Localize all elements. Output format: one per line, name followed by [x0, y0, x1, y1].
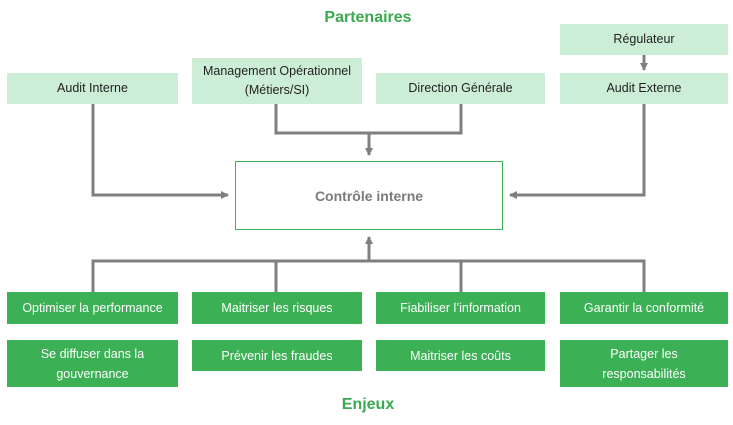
enjeu-diffuser-gouvernance: Se diffuser dans la gouvernance — [7, 340, 178, 387]
partner-management: Management Opérationnel (Métiers/SI) — [192, 58, 362, 104]
partner-direction: Direction Générale — [376, 73, 545, 104]
enjeu-maitriser-couts: Maitriser les coûts — [376, 340, 545, 371]
partner-regulateur: Régulateur — [560, 24, 728, 55]
audit-externe-arrow — [509, 104, 646, 199]
partner-audit-interne: Audit Interne — [7, 73, 178, 104]
enjeu-optimiser-performance: Optimiser la performance — [7, 292, 178, 324]
management-direction-connector — [274, 104, 463, 135]
audit-interne-arrow — [91, 104, 229, 199]
enjeu-fiabiliser-information: Fiabiliser l’information — [376, 292, 545, 324]
enjeu-maitriser-risques: Maitriser les risques — [192, 292, 362, 324]
partner-audit-externe: Audit Externe — [560, 73, 728, 104]
enjeux-connector — [91, 259, 646, 292]
enjeu-prevenir-fraudes: Prévenir les fraudes — [192, 340, 362, 371]
enjeu-partager-responsabilites: Partager les responsabilités — [560, 340, 728, 387]
enjeux-title: Enjeux — [341, 396, 395, 413]
partenaires-title: Partenaires — [324, 9, 412, 26]
enjeu-garantir-conformite: Garantir la conformité — [560, 292, 728, 324]
controle-interne-box: Contrôle interne — [235, 161, 503, 230]
